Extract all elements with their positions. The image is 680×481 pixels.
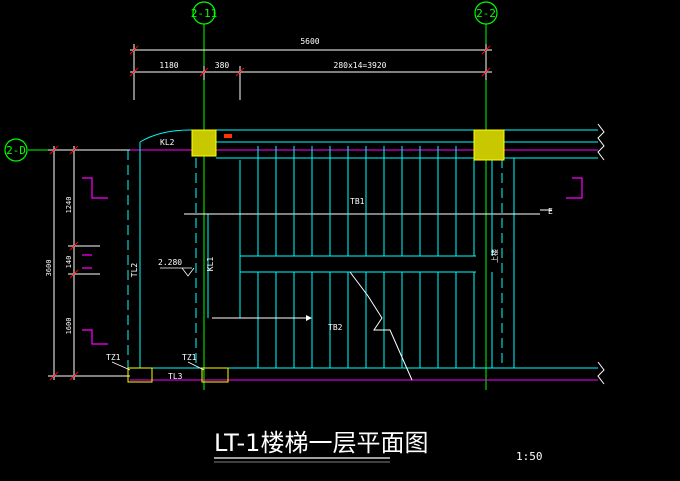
flight-break-line	[349, 271, 413, 381]
axis-label-2-11: 2-11	[191, 7, 218, 20]
dim-overall: 5600	[300, 37, 319, 46]
top-dimensions	[129, 44, 492, 100]
walls	[127, 142, 515, 372]
column-tz1-mid	[201, 367, 229, 383]
column-right	[473, 129, 505, 161]
dim-left-bottom: 1600	[65, 318, 73, 335]
dim-left-total: 3600	[45, 260, 53, 277]
column-left	[191, 129, 217, 157]
break-line-bottom	[597, 361, 605, 385]
label-tz1-mid: TZ1	[182, 353, 197, 362]
label-tb2: TB2	[328, 323, 343, 332]
axis-lines	[28, 24, 487, 390]
column-tz1-left	[127, 367, 153, 383]
label-kl2: KL2	[160, 138, 175, 147]
break-line-top	[597, 123, 605, 161]
axis-bubble-2-2: 2-2	[474, 1, 498, 25]
label-right-note: 上楼	[490, 249, 499, 263]
stair-flight-tb1	[184, 213, 540, 257]
leader-lines	[111, 267, 205, 371]
label-tl2: TL2	[130, 263, 139, 278]
drawing-scale: 1:50	[516, 450, 543, 463]
bottom-beam	[130, 367, 598, 381]
direction-arrow	[212, 209, 552, 321]
axis-label-2-2: 2-2	[476, 7, 496, 20]
column-marker	[224, 134, 232, 138]
dim-left-top: 1240	[65, 197, 73, 214]
dim-left-mid: 140	[65, 256, 73, 269]
axis-bubble-2-d: 2-D	[4, 138, 28, 162]
dim-seg2: 380	[215, 61, 230, 70]
level-value: 2.280	[158, 258, 182, 267]
drawing-title: LT-1楼梯一层平面图	[214, 429, 428, 457]
wall-markers	[82, 177, 583, 345]
dim-seg1: 1180	[159, 61, 178, 70]
dim-seg3: 280x14=3920	[334, 61, 387, 70]
label-arrow-tag: E	[548, 207, 553, 216]
label-tz1-left: TZ1	[106, 353, 121, 362]
left-dimensions	[48, 145, 130, 381]
level-marker: 2.280	[158, 258, 195, 277]
label-kl1: KL1	[206, 257, 215, 272]
label-tb1: TB1	[350, 197, 365, 206]
axis-label-2-d: 2-D	[6, 144, 26, 157]
axis-bubble-2-11: 2-11	[191, 1, 218, 25]
label-tl3: TL3	[168, 372, 183, 381]
stair-risers	[257, 146, 493, 368]
